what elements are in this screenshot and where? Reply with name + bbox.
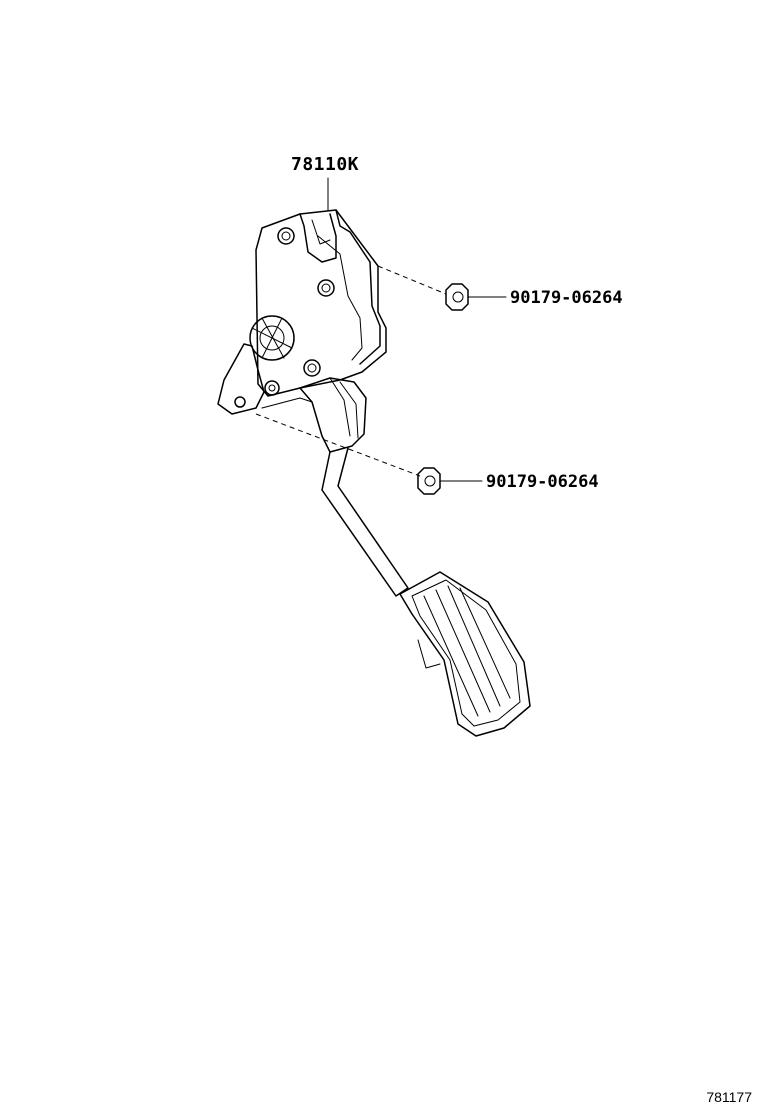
- flange-nut-upper-icon: [445, 283, 507, 311]
- assembly-dash-lines: [255, 265, 447, 477]
- part-number-nut-upper: 90179-06264: [510, 288, 623, 308]
- flange-nut-lower-icon: [417, 467, 483, 495]
- accelerator-pedal-icon: [217, 209, 531, 737]
- figure-number: 781177: [706, 1089, 752, 1105]
- part-number-pedal-assembly: 78110K: [291, 154, 360, 175]
- part-number-nut-lower: 90179-06264: [486, 472, 599, 492]
